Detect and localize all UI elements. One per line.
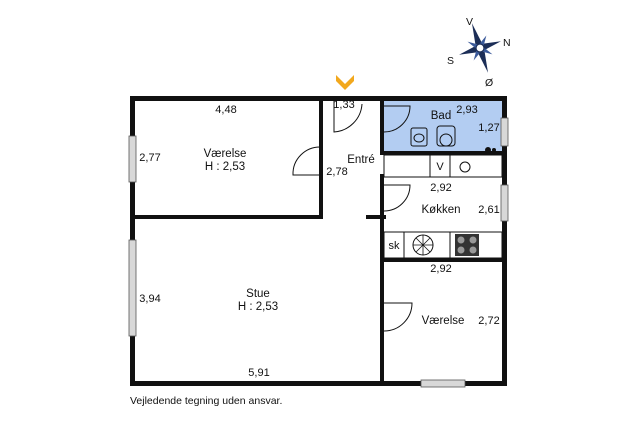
- dim-bad-width: 2,93: [456, 104, 477, 116]
- fan-symbol: [412, 234, 434, 256]
- dim-stue-width: 5,91: [248, 367, 269, 379]
- dim-entrance-width: 1,33: [333, 99, 354, 111]
- dim-stue-depth: 3,94: [139, 293, 160, 305]
- room-entre-name: Entré: [347, 154, 375, 166]
- dim-vaerelse-width: 4,48: [215, 104, 236, 116]
- windows: [128, 117, 509, 388]
- dim-koekken-depth: 2,61: [478, 204, 499, 216]
- compass-rose-icon: [459, 23, 501, 73]
- dim-vaerelse-depth: 2,77: [139, 152, 160, 164]
- room-vaerelse-1-name: Værelse: [204, 148, 247, 160]
- door-swings: [292, 101, 413, 332]
- kitchen-counter: [383, 154, 503, 259]
- room-vaerelse-1-height: H : 2,53: [205, 161, 245, 173]
- room-stue-name: Stue: [246, 288, 270, 300]
- compass-label-v: V: [466, 16, 473, 28]
- dim-entre-depth: 2,78: [326, 166, 347, 178]
- dim-bad-depth: 1,27: [478, 122, 499, 134]
- dim-koekken-width-top: 2,92: [430, 182, 451, 194]
- bathroom-fixtures: [410, 125, 496, 153]
- entrance-marker-icon: [336, 75, 354, 90]
- room-stue-height: H : 2,53: [238, 301, 278, 313]
- dim-vaerelse-2-depth: 2,72: [478, 315, 499, 327]
- compass-label-s: S: [447, 55, 454, 67]
- room-vaerelse-2-name: Værelse: [422, 315, 465, 327]
- compass-label-n: N: [503, 37, 511, 49]
- interior-walls: [135, 101, 502, 381]
- stove-hob: [455, 234, 479, 256]
- washer-label: V: [436, 161, 444, 173]
- caption-disclaimer: Vejledende tegning uden ansvar.: [130, 395, 282, 407]
- compass-label-oe: Ø: [485, 77, 493, 89]
- room-bad-name: Bad: [431, 110, 451, 122]
- stove-label: sk: [389, 240, 401, 252]
- room-koekken-name: Køkken: [422, 204, 461, 216]
- dim-koekken-width-bottom: 2,92: [430, 263, 451, 275]
